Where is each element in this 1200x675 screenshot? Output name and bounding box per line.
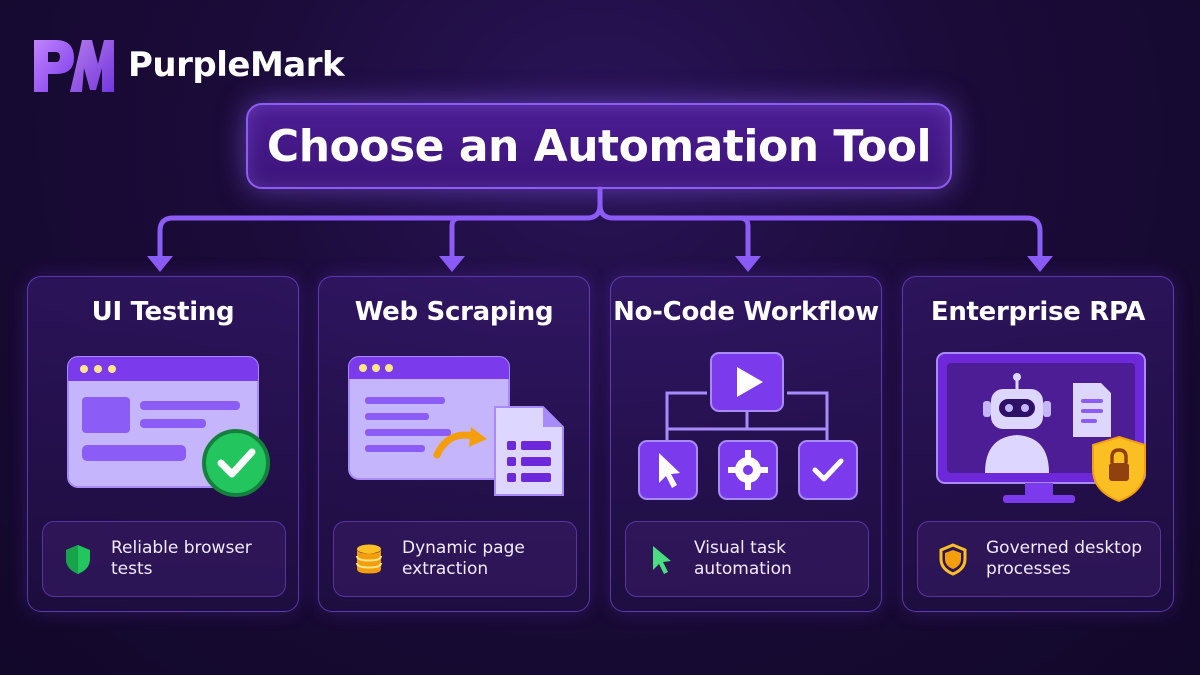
card-no-code-workflow[interactable]: No-Code Workflow Visual task [610, 276, 882, 612]
arrow-head-icon [439, 256, 465, 272]
card-title: Web Scraping [354, 297, 554, 327]
checkmark-icon [812, 458, 844, 482]
caption-line-2: processes [986, 559, 1071, 579]
page-title: Choose an Automation Tool [266, 120, 932, 172]
card-title: Enterprise RPA [930, 297, 1146, 327]
browser-to-document-illustration [348, 356, 564, 496]
cursor-icon [659, 453, 680, 488]
caption-line-2: automation [694, 559, 792, 579]
card-ui-testing[interactable]: UI Testing Reliable browser tests [27, 276, 299, 612]
play-icon [737, 367, 763, 397]
gear-icon [728, 450, 768, 490]
brand-logo: PurpleMark [30, 34, 345, 96]
caption-line-1: Visual task [694, 538, 786, 558]
caption-line-1: Governed desktop [986, 538, 1143, 558]
database-icon [356, 544, 382, 574]
browser-checkmark-illustration [67, 356, 270, 497]
caption-text: Visual task automation [694, 538, 792, 580]
caption-line-2: extraction [402, 559, 489, 579]
card-web-scraping[interactable]: Web Scraping Dynamic page extraction [318, 276, 590, 612]
shield-icon [66, 545, 90, 574]
document-icon [1073, 383, 1111, 437]
checkmark-icon [217, 448, 256, 478]
arrow-head-icon [1027, 256, 1053, 272]
card-title: No-Code Workflow [613, 297, 879, 327]
caption-pill: Dynamic page extraction [333, 521, 577, 597]
card-enterprise-rpa[interactable]: Enterprise RPA [902, 276, 1174, 612]
caption-pill: Reliable browser tests [42, 521, 286, 597]
cursor-icon [653, 546, 671, 574]
robot-icon [983, 373, 1051, 473]
caption-line-1: Reliable browser tests [111, 538, 252, 579]
caption-line-1: Dynamic page [402, 538, 525, 558]
shield-icon [939, 543, 967, 576]
caption-pill: Governed desktop processes [917, 521, 1161, 597]
robot-monitor-lock-illustration [936, 352, 1146, 503]
workflow-flowchart-illustration [638, 352, 858, 500]
purplemark-logo-icon [34, 40, 114, 92]
title-box: Choose an Automation Tool [246, 103, 952, 189]
card-title: UI Testing [91, 297, 235, 327]
arrow-head-icon [735, 256, 761, 272]
brand-name: PurpleMark [128, 45, 345, 85]
lock-shield-icon [1092, 435, 1146, 503]
caption-text: Reliable browser tests [111, 538, 285, 580]
arrow-head-icon [147, 256, 173, 272]
caption-text: Governed desktop processes [986, 538, 1142, 580]
caption-text: Dynamic page extraction [402, 538, 525, 580]
caption-pill: Visual task automation [625, 521, 869, 597]
